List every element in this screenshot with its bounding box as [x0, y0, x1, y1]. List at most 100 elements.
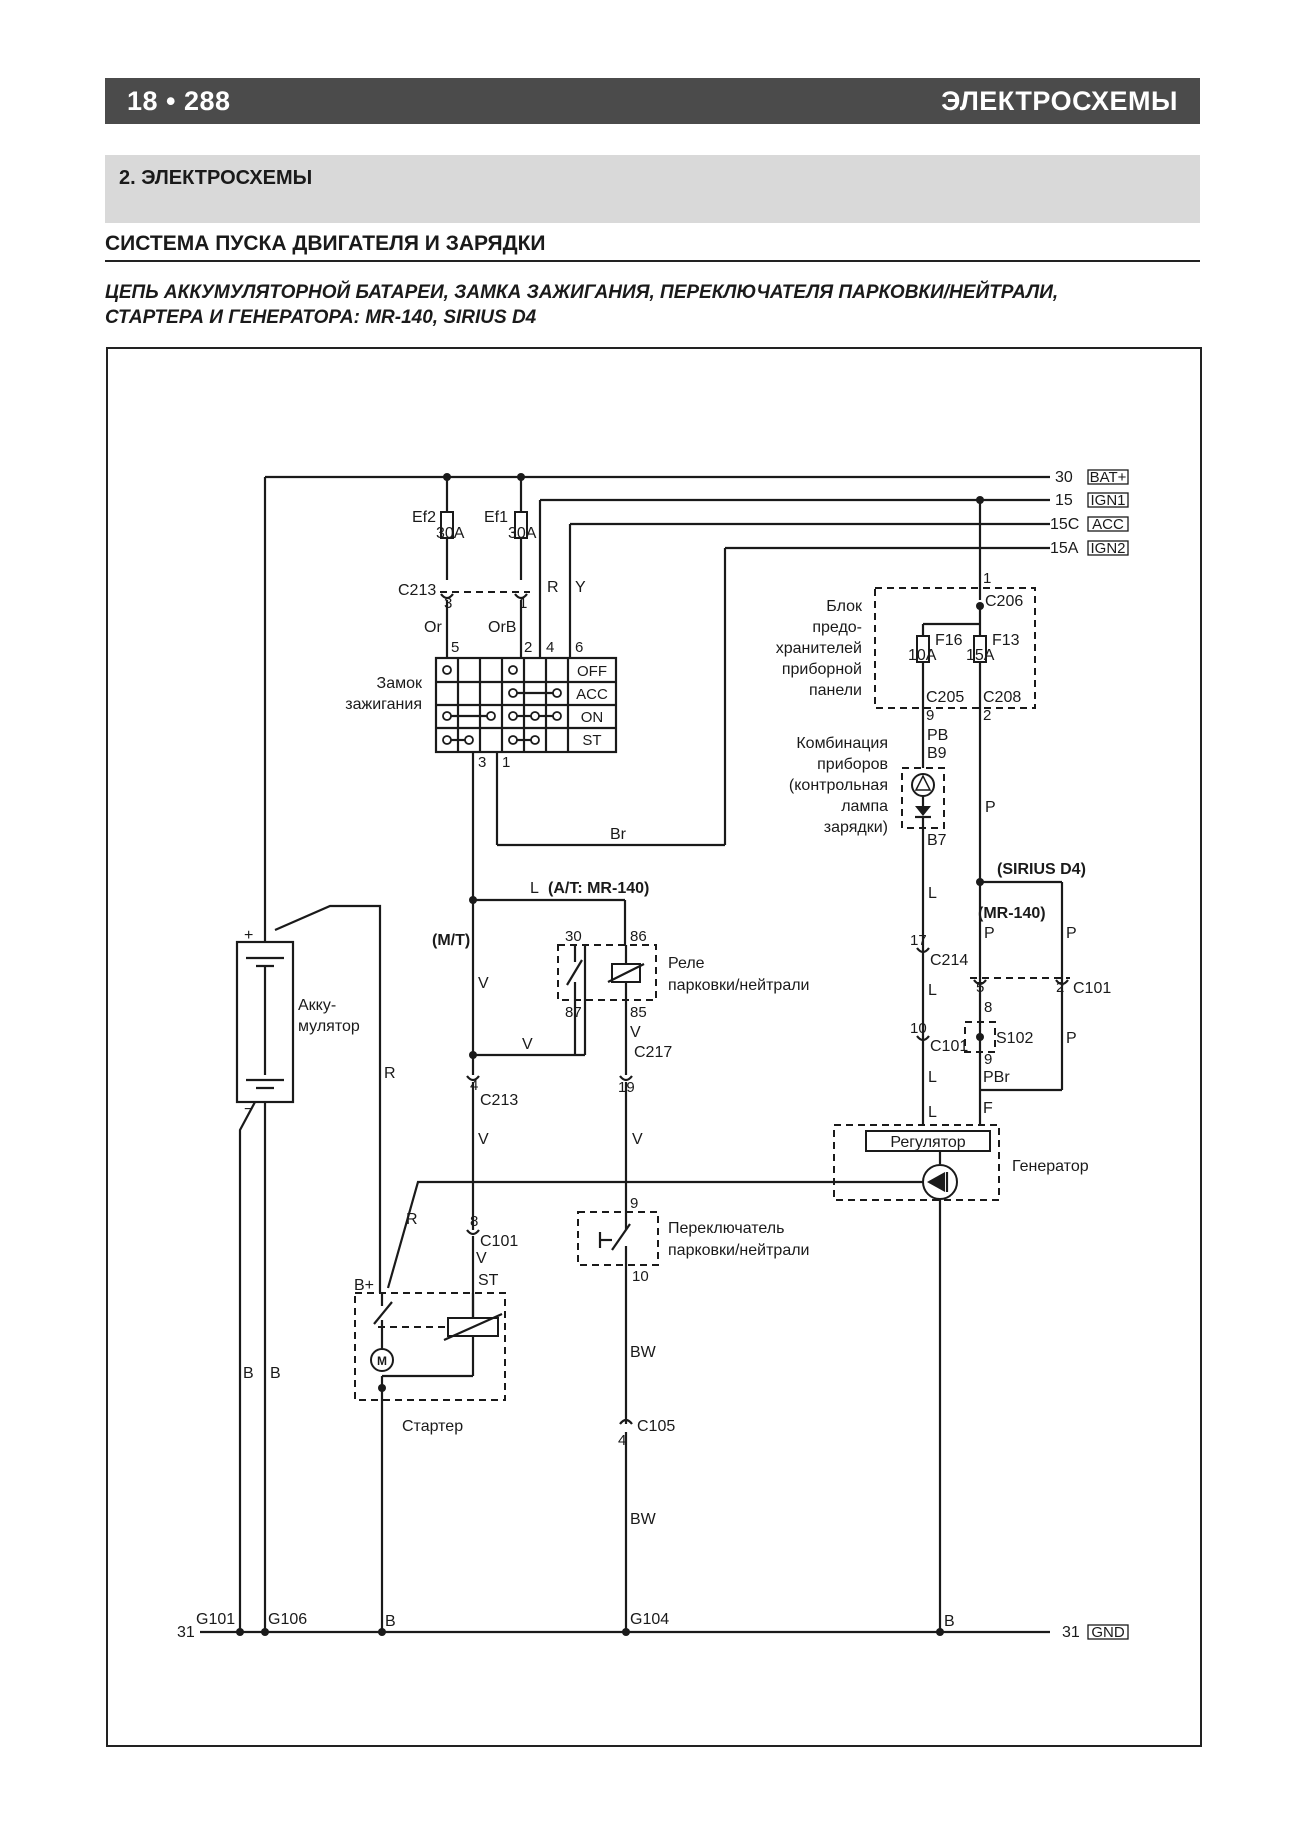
- fuseblock-label-1: Блок: [826, 598, 863, 615]
- fuse-ef2-rating: 30A: [436, 525, 465, 542]
- caption-line-2: СТАРТЕРА И ГЕНЕРАТОРА: MR-140, SIRIUS D4: [105, 307, 537, 328]
- wire-orb: OrB: [488, 619, 516, 636]
- fuse-f13-rating: 15A: [966, 647, 995, 664]
- c101l-pin: 10: [910, 1020, 927, 1037]
- relay-label-2: парковки/нейтрали: [668, 977, 810, 994]
- battery-label-1: Акку-: [298, 997, 336, 1014]
- page-header: 18 • 288 ЭЛЕКТРОСХЕМЫ: [105, 78, 1200, 124]
- wire-l-top: L: [530, 880, 539, 897]
- instrument-fuse-block: 1 C206 F16 10A F13 15A C205 C208 9 2 Бло…: [776, 500, 1036, 724]
- generator: Регулятор Генератор B: [833, 1124, 1089, 1632]
- bus-15a-num: 15A: [1050, 540, 1079, 557]
- c105-label: C105: [637, 1418, 675, 1435]
- ign-pin-1: 1: [502, 754, 510, 771]
- fuse-ef1-name: Ef1: [484, 509, 508, 526]
- starter-bplus: B+: [354, 1277, 374, 1294]
- fuseblock-label-2: предо-: [812, 619, 862, 636]
- ground-tag: GND: [1091, 1624, 1125, 1641]
- wire-pb: PB: [927, 727, 948, 744]
- wire-b-1: B: [243, 1365, 254, 1382]
- wire-v-2: V: [522, 1036, 533, 1053]
- starter-motor: M: [377, 1354, 387, 1368]
- cluster-label-2: приборов: [817, 756, 888, 773]
- c206-label: C206: [985, 593, 1023, 610]
- pos-off: OFF: [577, 663, 607, 680]
- c205-label: C205: [926, 689, 964, 706]
- ign-pin-6: 6: [575, 639, 583, 656]
- c208-pin: 2: [983, 707, 991, 724]
- b9-label: B9: [927, 745, 947, 762]
- cluster-label-3: (контрольная: [789, 777, 888, 794]
- b7-label: B7: [927, 832, 947, 849]
- page-number: 18 • 288: [127, 85, 231, 116]
- pos-st: ST: [582, 732, 601, 749]
- wire-p-3: P: [1066, 925, 1077, 942]
- diagram-frame: [106, 347, 1202, 1747]
- wire-l-3: L: [928, 1069, 937, 1086]
- label-at: (A/T: MR-140): [548, 880, 649, 897]
- ground-g104: G104: [630, 1611, 669, 1628]
- wire-p: P (SIRIUS D4) (MR-140) P P 5 2 C101 8 S1…: [964, 710, 1111, 1125]
- wire-r-generator: R: [386, 1180, 940, 1289]
- section-title: 2. ЭЛЕКТРОСХЕМЫ: [119, 167, 313, 189]
- fuseblock-label-5: панели: [809, 682, 862, 699]
- wire-br: Br: [495, 548, 727, 847]
- relay-pin-30: 30: [565, 928, 582, 945]
- bus-30-tag: BAT+: [1090, 469, 1127, 486]
- c101r-label: C101: [1073, 980, 1111, 997]
- ign-pin-4: 4: [546, 639, 554, 656]
- wires-r-y: R Y: [538, 500, 586, 658]
- c101l-label: C101: [930, 1038, 968, 1055]
- wire-b-2: B: [270, 1365, 281, 1382]
- c213-label: C213: [398, 582, 436, 599]
- fuse-ef1: Ef1 30A: [484, 477, 537, 580]
- wire-bw-2: BW: [630, 1511, 657, 1528]
- bus-labels: 30 BAT+ 15 IGN1 15C ACC 15A IGN2: [1050, 469, 1129, 557]
- c101r-pin: 2: [1056, 979, 1064, 996]
- ign-pin-2: 2: [524, 639, 532, 656]
- ground-31-right: 31: [1062, 1624, 1080, 1641]
- relay-pin-85: 85: [630, 1004, 647, 1021]
- subsection-title: СИСТЕМА ПУСКА ДВИГАТЕЛЯ И ЗАРЯДКИ: [105, 232, 1200, 262]
- c213-pin-1: 1: [519, 595, 527, 612]
- pos-on: ON: [581, 709, 604, 726]
- cluster-label-4: лампа: [841, 798, 888, 815]
- wire-b-starter: B: [385, 1613, 396, 1630]
- wire-to-starter: 4 C213 V 8 C101 V ST: [466, 1075, 518, 1318]
- chapter-title: ЭЛЕКТРОСХЕМЫ: [941, 85, 1178, 116]
- battery-label-2: мулятор: [298, 1018, 360, 1035]
- caption-line-1: ЦЕПЬ АККУМУЛЯТОРНОЙ БАТАРЕИ, ЗАМКА ЗАЖИГ…: [105, 282, 1059, 303]
- bus-15c-tag: ACC: [1092, 516, 1124, 533]
- s102-pin-bot: 9: [984, 1051, 992, 1068]
- wire-f: F: [983, 1100, 993, 1117]
- cluster-label-5: зарядки): [824, 819, 888, 836]
- c217-label: C217: [634, 1044, 672, 1061]
- wire-v-5: V: [478, 1131, 489, 1148]
- c213v-label: C213: [480, 1092, 518, 1109]
- pn-label-1: Переключатель: [668, 1220, 784, 1237]
- wire-l-1: L: [928, 885, 937, 902]
- c101mid-pin: 5: [976, 979, 984, 996]
- diagram-caption: ЦЕПЬ АККУМУЛЯТОРНОЙ БАТАРЕИ, ЗАМКА ЗАЖИГ…: [105, 280, 1205, 330]
- wire-or: Or: [424, 619, 442, 636]
- fuse-f16-rating: 10A: [908, 647, 937, 664]
- wire-pn-path: C217 19 V 9 10 Переключатель парковки/не…: [577, 1044, 810, 1632]
- pn-label-2: парковки/нейтрали: [668, 1242, 810, 1259]
- wire-b-gen: B: [944, 1613, 955, 1630]
- bus-15c-num: 15C: [1050, 516, 1079, 533]
- wire-l-2: L: [928, 982, 937, 999]
- bus-15-tag: IGN1: [1090, 492, 1125, 509]
- ground-g106: G106: [268, 1611, 307, 1628]
- wire-bw-1: BW: [630, 1344, 657, 1361]
- generator-label: Генератор: [1012, 1158, 1089, 1175]
- ign-pin-5: 5: [451, 639, 459, 656]
- relay-pin-86: 86: [630, 928, 647, 945]
- ground-31-left: 31: [177, 1624, 195, 1641]
- wire-v-1: V: [478, 975, 489, 992]
- fuse-ef2: Ef2 30A: [412, 477, 465, 580]
- label-mt: (M/T): [432, 932, 470, 949]
- c213v-pin: 4: [470, 1077, 478, 1094]
- wire-r-gen: R: [406, 1211, 418, 1228]
- fuse-ef2-name: Ef2: [412, 509, 436, 526]
